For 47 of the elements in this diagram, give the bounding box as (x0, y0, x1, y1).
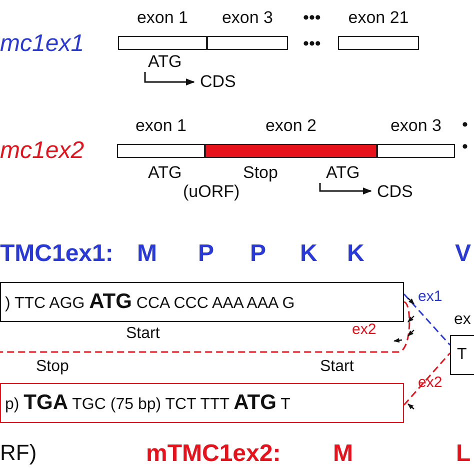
sequence-box (0, 383, 404, 423)
amino-acid-label: K (347, 240, 364, 268)
amino-acid-label: L (456, 440, 471, 468)
sequence-label: ATG (148, 52, 182, 72)
sequence-label: ATG (148, 163, 182, 183)
sequence-label: CDS (377, 182, 413, 202)
sequence-label: (uORF) (183, 182, 240, 202)
bent-arrow (319, 183, 372, 195)
sequence-box (0, 282, 404, 322)
exon-label: exon 1 (136, 8, 190, 28)
protein-name: mTMC1ex2: (146, 440, 281, 468)
amino-acid-label: P (198, 240, 214, 268)
amino-acid-label: M (137, 240, 157, 268)
ellipsis-dots: • (462, 137, 468, 157)
sequence-label: CDS (200, 72, 236, 92)
sequence-label: ATG (326, 163, 360, 183)
edge-label: ex2 (352, 321, 376, 338)
bent-arrow (144, 72, 195, 86)
exon-label: ex (454, 311, 471, 329)
exon-label: exon 21 (347, 8, 410, 28)
amino-acid-label: P (250, 240, 266, 268)
edge-label: ex2 (418, 374, 442, 391)
amino-acid-label: M (333, 440, 353, 468)
ellipsis-dots: ••• (303, 8, 321, 28)
ellipsis-dots: • (462, 115, 468, 135)
transcript-name: mc1ex1 (0, 30, 84, 58)
sequence-text: ) TTC AGG ATG CCA CCC AAA AAA G (5, 295, 295, 312)
sequence-text: p) TGA TGC (75 bp) TCT TTT ATG T (5, 396, 290, 413)
exon-label: exon 1 (134, 116, 188, 136)
codon-label: Start (126, 325, 160, 343)
exon-label: exon 3 (389, 116, 443, 136)
ellipsis-dots: ••• (303, 34, 321, 54)
sequence-label: RF) (0, 440, 37, 466)
codon-label: Start (320, 358, 354, 376)
splice-line (0, 301, 410, 353)
splice-line (403, 352, 451, 406)
amino-acid-label: K (300, 240, 318, 268)
sequence-box: T (450, 335, 474, 375)
splice-line (403, 294, 451, 346)
exon-label: exon 3 (220, 8, 274, 28)
codon-label: Stop (36, 358, 69, 376)
protein-name: TMC1ex1: (0, 240, 114, 268)
exon-label: exon 2 (264, 116, 318, 136)
amino-acid-label: V (455, 240, 472, 268)
sequence-label: Stop (243, 163, 278, 183)
transcript-name: mc1ex2 (0, 137, 84, 165)
edge-label: ex1 (418, 288, 442, 305)
